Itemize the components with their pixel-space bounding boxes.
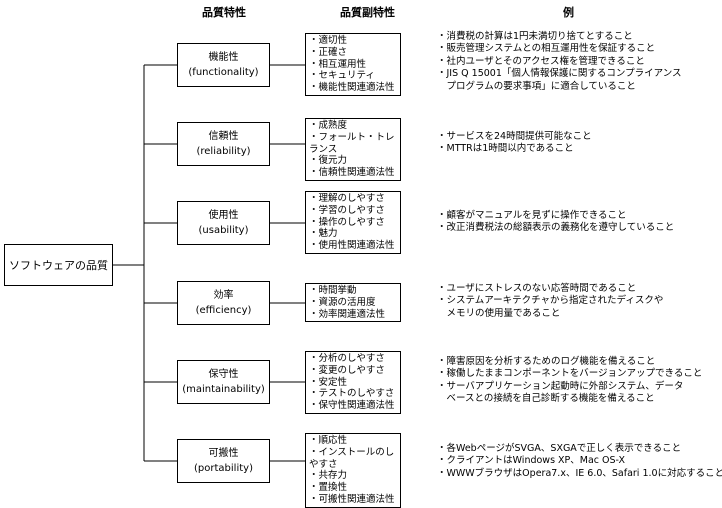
example-item: ・消費税の計算は1円未満切り捨てとすること [437, 31, 633, 42]
example-item: ベースとの接続を自己診断する機能を備えること [437, 393, 655, 405]
example-item: ・販売管理システムとの相互運用性を保証すること [437, 43, 656, 55]
subcharacteristic-item: ・保守性関連適法性 [309, 400, 395, 412]
subcharacteristics-usability: ・理解のしやすさ ・学習のしやすさ ・操作のしやすさ ・魅力 ・使用性関連適法性 [305, 191, 401, 254]
subcharacteristic-item: ・安定性 [309, 376, 348, 388]
characteristic-functionality: 機能性 (functionality) [177, 43, 270, 87]
characteristic-name: 使用性 [208, 210, 239, 221]
subcharacteristics-efficiency: ・時間挙動 ・資源の活用度 ・効率関連適法性 [305, 283, 401, 323]
characteristic-english: (usability) [198, 225, 249, 236]
subcharacteristic-item: ・理解のしやすさ [309, 193, 385, 204]
characteristic-portability: 可搬性 (portability) [177, 439, 270, 483]
examples-efficiency: ・ユーザにストレスのない応答時間であること ・システムアーキテクチャから指定され… [437, 283, 663, 320]
subcharacteristic-item: ・分析のしやすさ [309, 353, 385, 364]
example-item: ・システムアーキテクチャから指定されたディスクや [437, 295, 664, 307]
subcharacteristic-item: ・順応性 [309, 435, 348, 446]
example-item: ・サービスを24時間提供可能なこと [437, 131, 592, 142]
subcharacteristics-maintainability: ・分析のしやすさ ・変更のしやすさ ・安定性 ・テストのしやすさ ・保守性関連適… [305, 351, 401, 414]
example-item: ・ユーザにストレスのない応答時間であること [437, 283, 637, 294]
example-item: ・各WebページがSVGA、SXGAで正しく表示できること [437, 443, 682, 454]
examples-maintainability: ・障害原因を分析するためのログ機能を備えること ・稼働したままコンポーネントをバ… [437, 356, 702, 406]
root-node: ソフトウェアの品質 [4, 244, 113, 286]
header-example: 例 [563, 6, 574, 19]
characteristic-english: (functionality) [188, 67, 259, 78]
characteristic-english: (maintainability) [182, 384, 265, 395]
subcharacteristic-item: ・セキュリティ [309, 70, 375, 82]
header-quality-subcharacteristic: 品質副特性 [340, 6, 395, 19]
example-item: ・顧客がマニュアルを見ずに操作できること [437, 210, 627, 221]
example-item: プログラムの要求事項」に適合していること [437, 80, 636, 92]
example-item: ・JIS Q 15001「個人情報保護に関するコンプライアンス [437, 68, 682, 80]
subcharacteristic-item: ・フォールト・トレランス [309, 131, 395, 155]
characteristic-english: (efficiency) [195, 305, 252, 316]
subcharacteristic-item: ・相互運用性 [309, 58, 367, 70]
root-label: ソフトウェアの品質 [9, 259, 108, 272]
subcharacteristics-functionality: ・適切性 ・正確さ ・相互運用性 ・セキュリティ ・機能性関連適法性 [305, 33, 401, 96]
subcharacteristic-item: ・復元力 [309, 155, 348, 167]
example-item: ・社内ユーザとそのアクセス権を管理できること [437, 55, 645, 67]
characteristic-efficiency: 効率 (efficiency) [177, 281, 270, 325]
example-item: ・稼働したままコンポーネントをバージョンアップできること [437, 368, 703, 380]
subcharacteristic-item: ・時間挙動 [309, 285, 357, 296]
characteristic-usability: 使用性 (usability) [177, 201, 270, 245]
example-item: メモリの使用量であること [437, 307, 561, 319]
subcharacteristic-item: ・置換性 [309, 482, 348, 494]
example-item: ・WWWブラウザはOpera7.x、IE 6.0、Safari 1.0に対応する… [437, 467, 722, 479]
examples-functionality: ・消費税の計算は1円未満切り捨てとすること ・販売管理システムとの相互運用性を保… [437, 31, 682, 93]
example-item: ・クライアントはWindows XP、Mac OS-X [437, 455, 626, 467]
examples-reliability: ・サービスを24時間提供可能なこと ・MTTRは1時間以内であること [437, 131, 592, 156]
subcharacteristic-item: ・学習のしやすさ [309, 204, 385, 216]
example-item: ・障害原因を分析するためのログ機能を備えること [437, 356, 656, 367]
subcharacteristic-item: ・資源の活用度 [309, 296, 376, 308]
subcharacteristic-item: ・正確さ [309, 46, 348, 58]
examples-usability: ・顧客がマニュアルを見ずに操作できること ・改正消費税法の総額表示の義務化を遵守… [437, 210, 674, 235]
characteristic-name: 保守性 [208, 369, 239, 380]
subcharacteristic-item: ・テストのしやすさ [309, 388, 395, 400]
characteristic-english: (portability) [194, 463, 253, 474]
characteristic-maintainability: 保守性 (maintainability) [177, 360, 270, 404]
examples-portability: ・各WebページがSVGA、SXGAで正しく表示できること ・クライアントはWi… [437, 443, 722, 480]
subcharacteristic-item: ・機能性関連適法性 [309, 82, 395, 94]
subcharacteristics-portability: ・順応性 ・インストールのしやすさ ・共存力 ・置換性 ・可搬性関連適法性 [305, 433, 401, 508]
example-item: ・サーバアプリケーション起動時に外部システム、データ [437, 380, 684, 392]
subcharacteristic-item: ・魅力 [309, 228, 338, 240]
characteristic-reliability: 信頼性 (reliability) [177, 122, 270, 166]
subcharacteristic-item: ・成熟度 [309, 120, 348, 131]
example-item: ・MTTRは1時間以内であること [437, 143, 574, 155]
characteristic-name: 機能性 [208, 52, 239, 63]
subcharacteristic-item: ・操作のしやすさ [309, 216, 385, 228]
subcharacteristics-reliability: ・成熟度 ・フォールト・トレランス ・復元力 ・信頼性関連適法性 [305, 118, 401, 181]
characteristic-english: (reliability) [196, 146, 251, 157]
subcharacteristic-item: ・適切性 [309, 35, 348, 46]
subcharacteristic-item: ・使用性関連適法性 [309, 240, 395, 252]
subcharacteristic-item: ・効率関連適法性 [309, 308, 386, 320]
subcharacteristic-item: ・変更のしやすさ [309, 364, 385, 376]
subcharacteristic-item: ・共存力 [309, 470, 348, 482]
characteristic-name: 可搬性 [208, 448, 239, 459]
example-item: ・改正消費税法の総額表示の義務化を遵守していること [437, 222, 675, 234]
characteristic-name: 信頼性 [208, 131, 239, 142]
header-quality-characteristic: 品質特性 [202, 6, 246, 19]
subcharacteristic-item: ・信頼性関連適法性 [309, 167, 395, 179]
subcharacteristic-item: ・インストールのしやすさ [309, 446, 395, 470]
subcharacteristic-item: ・可搬性関連適法性 [309, 493, 395, 505]
characteristic-name: 効率 [213, 290, 234, 301]
